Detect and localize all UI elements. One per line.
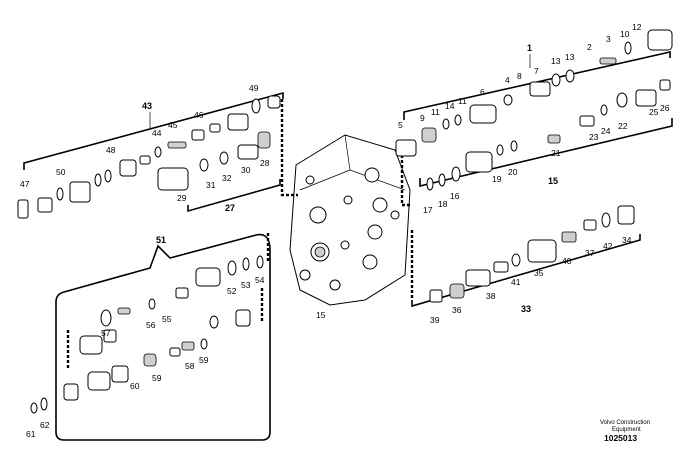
label-22: 22: [618, 121, 628, 131]
label-11: 11: [431, 107, 440, 117]
label-28: 28: [260, 158, 270, 168]
label-54: 54: [255, 275, 265, 285]
label-4: 4: [505, 75, 510, 85]
label-52: 52: [227, 286, 237, 296]
label-47: 47: [20, 179, 30, 189]
group-1-parts: [395, 29, 673, 157]
group-27-parts: [157, 131, 281, 213]
label-40: 40: [562, 256, 572, 266]
label-48: 48: [106, 145, 116, 155]
label-59a: 59: [199, 355, 209, 365]
label-46: 46: [194, 110, 204, 120]
group-51-parts: [30, 233, 271, 441]
label-55: 55: [162, 314, 172, 324]
label-32: 32: [222, 173, 232, 183]
part-number-labels: 1 2 3 4 5 6 7 8 9 10 11 12 13 13 14 11 1…: [20, 22, 670, 439]
valve-body: [289, 134, 411, 306]
doc-number: 1025013: [604, 433, 637, 443]
label-13b: 13: [565, 52, 575, 62]
label-3: 3: [606, 34, 611, 44]
label-8: 8: [517, 71, 522, 81]
label-29: 29: [177, 193, 187, 203]
dashed-connectors: [66, 99, 414, 370]
label-35: 35: [534, 268, 544, 278]
group-15-parts: [419, 79, 673, 191]
label-14: 14: [445, 101, 455, 111]
label-18: 18: [438, 199, 448, 209]
label-42: 42: [603, 241, 613, 251]
label-61: 61: [26, 429, 36, 439]
label-31: 31: [206, 180, 216, 190]
label-16: 16: [450, 191, 460, 201]
label-36: 36: [452, 305, 462, 315]
label-56: 56: [146, 320, 156, 330]
label-15-group: 15: [548, 176, 558, 186]
label-39: 39: [430, 315, 440, 325]
label-24: 24: [601, 126, 611, 136]
label-25: 25: [649, 107, 659, 117]
label-57: 57: [101, 328, 111, 338]
label-20: 20: [508, 167, 518, 177]
label-5: 5: [398, 120, 403, 130]
label-9: 9: [420, 113, 425, 123]
label-21: 21: [551, 148, 561, 158]
label-23: 23: [589, 132, 599, 142]
label-2: 2: [587, 42, 592, 52]
brand-line-2: Equipment: [612, 427, 641, 433]
brand-line-1: Volvo Construction: [600, 420, 650, 426]
label-50: 50: [56, 167, 66, 177]
label-7: 7: [534, 66, 539, 76]
label-30: 30: [241, 165, 251, 175]
label-62: 62: [40, 420, 50, 430]
label-41: 41: [511, 277, 521, 287]
label-60: 60: [130, 381, 140, 391]
label-11b: 11: [458, 96, 467, 106]
label-27: 27: [225, 203, 235, 213]
group-33-parts: [411, 205, 641, 308]
label-6: 6: [480, 87, 485, 97]
label-37: 37: [585, 248, 595, 258]
label-13a: 13: [551, 56, 561, 66]
label-59b: 59: [152, 373, 162, 383]
label-49: 49: [249, 83, 259, 93]
label-51: 51: [156, 235, 166, 245]
label-38: 38: [486, 291, 496, 301]
label-58: 58: [185, 361, 195, 371]
label-53: 53: [241, 280, 251, 290]
label-1: 1: [527, 43, 532, 53]
label-43: 43: [142, 101, 152, 111]
label-34: 34: [622, 235, 632, 245]
footer: Volvo Construction Equipment 1025013: [600, 420, 650, 443]
label-44: 44: [152, 128, 162, 138]
label-17: 17: [423, 205, 433, 215]
label-33: 33: [521, 304, 531, 314]
label-45: 45: [168, 120, 178, 130]
label-10: 10: [620, 29, 630, 39]
label-12: 12: [632, 22, 642, 32]
label-26: 26: [660, 103, 670, 113]
label-19: 19: [492, 174, 502, 184]
group-43-parts: [17, 91, 284, 219]
label-15-body: 15: [316, 310, 326, 320]
